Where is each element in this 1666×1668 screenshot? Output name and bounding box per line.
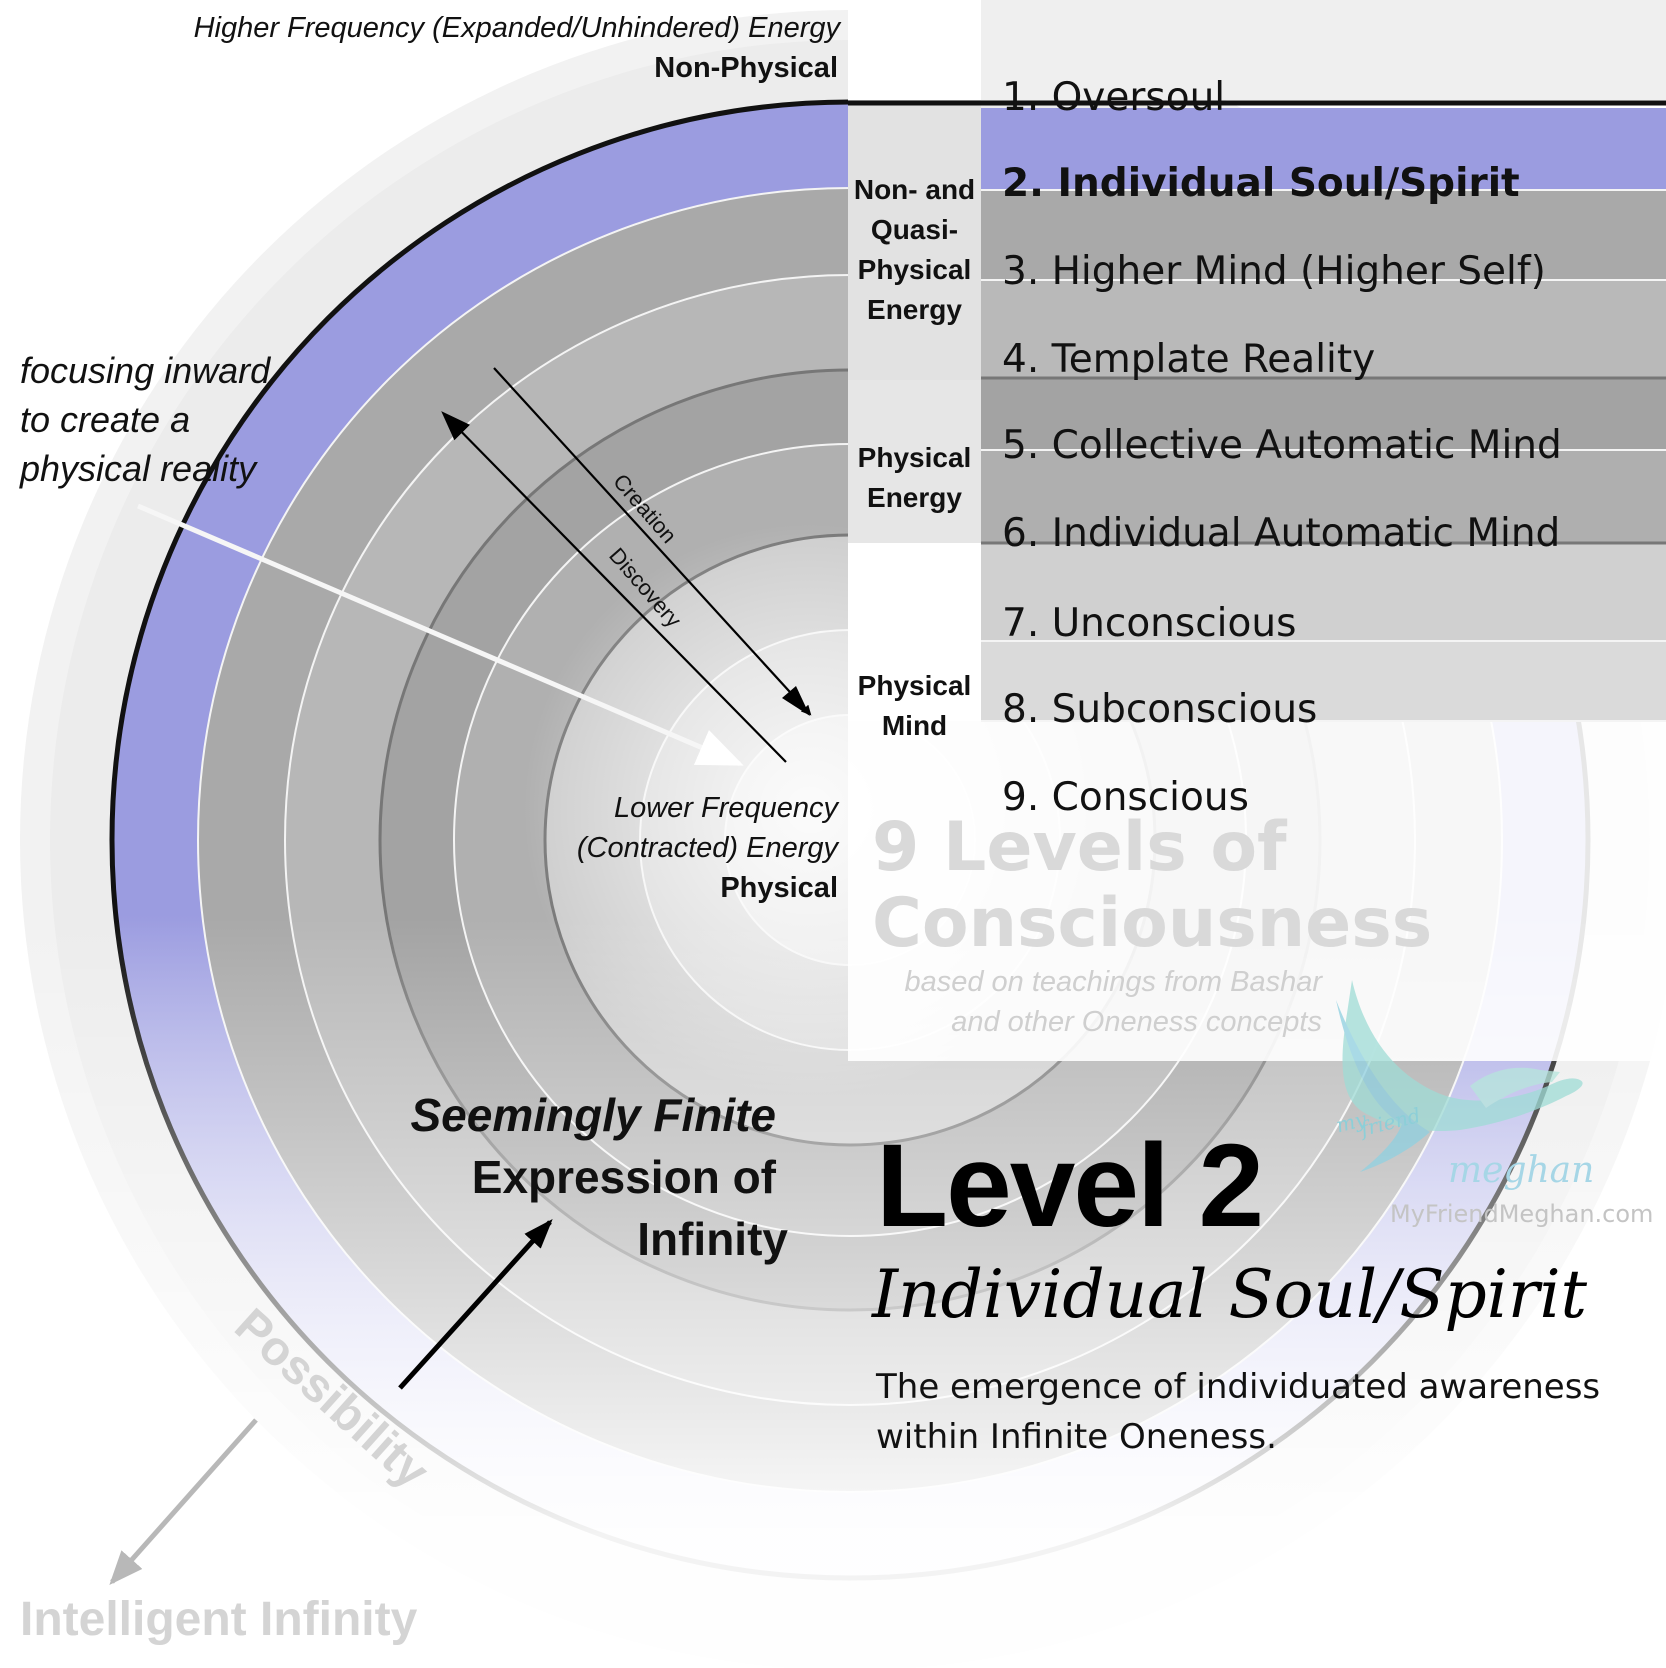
physical-label: Physical	[720, 872, 838, 904]
feature-level-name: Individual Soul/Spirit	[872, 1256, 1588, 1333]
title-line-1: 9 Levels of	[872, 808, 1287, 887]
quasi-physical-cell	[848, 100, 981, 380]
level-7-row	[981, 543, 1666, 641]
contracted-energy-label: (Contracted) Energy	[576, 832, 838, 864]
intelligent-infinity-arrow	[109, 1418, 258, 1585]
finite-line-2: Expression of	[471, 1151, 776, 1203]
level-9-label: 9. Conscious	[1002, 775, 1249, 820]
intelligent-infinity-label: Intelligent Infinity	[20, 1593, 418, 1646]
level-5-row	[981, 378, 1666, 450]
level-7-label: 7. Unconscious	[1002, 601, 1297, 646]
level-6-label: 6. Individual Automatic Mind	[1002, 511, 1561, 556]
level-3-label: 3. Higher Mind (Higher Self)	[1002, 249, 1546, 294]
physical-mind-cell	[848, 543, 981, 721]
level-8-row	[981, 641, 1666, 721]
logo-meghan: meghan	[1448, 1150, 1595, 1191]
discovery-arrow	[441, 411, 787, 763]
level-1-label: 1. Oversoul	[1002, 75, 1226, 120]
category-physical-energy: Physical Energy	[857, 442, 972, 513]
level-6-row	[981, 450, 1666, 543]
subtitle-line-1: based on teachings from Bashar	[904, 966, 1322, 998]
finite-line-3: Infinity	[637, 1213, 788, 1265]
finite-expression-arrow	[398, 1219, 553, 1390]
title-backdrop	[848, 721, 1666, 1061]
level-2-row	[981, 108, 1666, 190]
level-5-label: 5. Collective Automatic Mind	[1002, 423, 1562, 468]
category-physical-mind: Physical Mind	[857, 670, 972, 741]
creation-arrow	[493, 367, 812, 716]
top-nonphysical-label: Non-Physical	[654, 52, 838, 84]
level-4-label: 4. Template Reality	[1002, 337, 1376, 382]
level-2-label: 2. Individual Soul/Spirit	[1002, 161, 1520, 206]
category-quasi-physical: Non- and Quasi-Physical Energy	[853, 174, 976, 325]
feature-level-title: Level 2	[876, 1120, 1264, 1252]
logo-site: MyFriendMeghan.com	[1390, 1200, 1654, 1228]
level-1-row	[981, 0, 1666, 100]
finite-line-1: Seemingly Finite	[410, 1089, 776, 1141]
feature-description: The emergence of individuated awareness …	[876, 1367, 1601, 1457]
eagle-logo-icon	[1336, 980, 1583, 1172]
top-frequency-label: Higher Frequency (Expanded/Unhindered) E…	[193, 12, 840, 44]
level-8-label: 8. Subconscious	[1002, 687, 1318, 732]
creation-arrowhead	[782, 686, 810, 716]
subtitle-line-2: and other Oneness concepts	[951, 1006, 1322, 1038]
level-4-row	[981, 280, 1666, 378]
title-line-2: Consciousness	[872, 884, 1433, 963]
focusing-inward-label: focusing inward to create a physical rea…	[20, 350, 271, 489]
focusing-inward-arrow	[137, 503, 744, 767]
lower-frequency-label: Lower Frequency	[613, 792, 838, 824]
level-3-row	[981, 190, 1666, 280]
physical-energy-cell	[848, 380, 981, 543]
